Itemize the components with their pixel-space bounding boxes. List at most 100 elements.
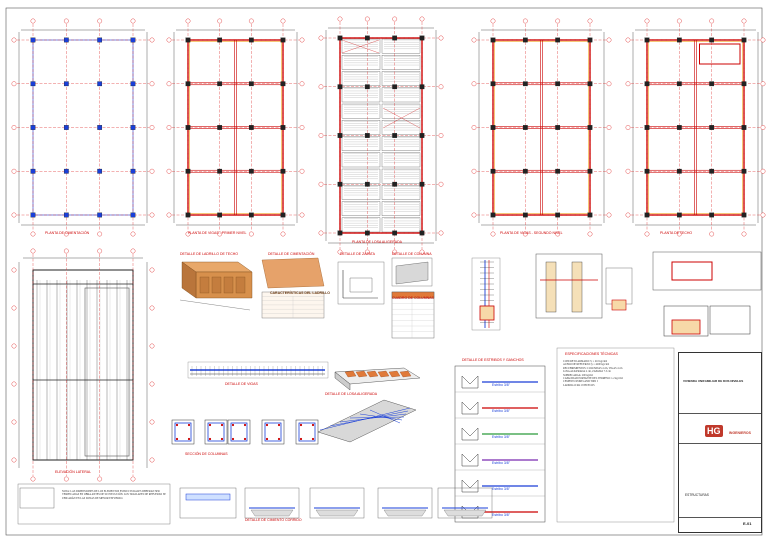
- stirrup-label-6: Estribo 3/8": [492, 513, 510, 517]
- elev-axis-bubble: [30, 248, 36, 254]
- plan-4-column: [555, 81, 561, 87]
- column-section-bar: [265, 423, 269, 427]
- plan-3-slab-panel: [341, 103, 381, 119]
- plan-4-column: [490, 168, 496, 174]
- plan-2-column: [217, 81, 223, 87]
- plan-3-slab-panel: [341, 87, 381, 103]
- plan-5-column: [644, 212, 650, 218]
- joint-col-2: [571, 261, 583, 313]
- stirrup-label-4: Estribo 3/8": [492, 461, 510, 465]
- logo-text: HG: [705, 425, 723, 437]
- brick-side-face: [181, 261, 197, 299]
- footing-section-4: [377, 487, 433, 519]
- footing-concrete: [315, 509, 359, 517]
- plan-5-axis-bubble: [760, 212, 766, 218]
- plan-4-column: [587, 212, 593, 218]
- plan-2-axis-bubble: [299, 37, 305, 43]
- plan-4-axis-bubble: [522, 18, 528, 24]
- plan-1-axis-bubble: [149, 125, 155, 130]
- plan-5-axis-bubble: [760, 81, 766, 87]
- brick-hole: [211, 276, 222, 294]
- plan-3-column: [392, 133, 398, 138]
- plan-2-axis-bubble: [248, 18, 254, 24]
- footing-section-3: [309, 487, 365, 519]
- plan-2-column: [217, 212, 223, 218]
- plan-5-axis-bubble: [625, 37, 631, 43]
- plan-4-column: [522, 168, 528, 174]
- plan-3-column: [364, 230, 370, 236]
- plan-1-axis-bubble: [149, 81, 155, 87]
- plan-title-3: PLANTA DE LOSA ALIGERADA: [352, 240, 402, 244]
- plan-1-column: [30, 81, 36, 87]
- lower-left-block: [17, 483, 171, 525]
- lower-left-small-detail: [19, 487, 55, 509]
- column-section-bar: [175, 423, 179, 427]
- plan-1-column: [130, 37, 136, 43]
- plan-3-axis-bubble: [318, 133, 324, 138]
- plan-5-column: [741, 168, 747, 174]
- elev-outline: [32, 269, 134, 461]
- notes-box: [556, 347, 675, 523]
- column-section-stirrup: [264, 422, 282, 442]
- plan-3-axis-bubble: [392, 16, 398, 22]
- plan-3-column: [364, 133, 370, 138]
- plan-4-axis-bubble: [471, 168, 477, 174]
- plan-3-axis-bubble: [364, 249, 370, 255]
- plan-2-axis-bubble: [166, 81, 172, 87]
- plan-4-axis-bubble: [555, 231, 561, 237]
- plan-3-slab-panel: [381, 55, 421, 70]
- plan-1-column: [63, 168, 69, 174]
- plan-3-axis-bubble: [318, 84, 324, 90]
- column-section: [479, 305, 495, 321]
- steel-table-title: CUADRO DE COLUMNAS: [392, 296, 434, 300]
- slab-side: [334, 371, 351, 391]
- slab-brick: [366, 370, 379, 378]
- general-notes-title: ESPECIFICACIONES TÉCNICAS: [565, 352, 618, 356]
- plan-1-column: [97, 125, 103, 130]
- plan-5-column: [676, 81, 682, 87]
- title-block: VIVIENDA UNIFAMILIAR DE DOS NIVELES HG I…: [678, 352, 762, 533]
- column-profile: [395, 261, 429, 285]
- elev-axis-bubble: [130, 476, 136, 482]
- column-section-stirrup: [207, 422, 225, 442]
- plan-3-void-x: [341, 39, 380, 54]
- plan-4-axis-bubble: [606, 212, 612, 218]
- plan-2-column: [217, 37, 223, 43]
- column-section-3: [227, 419, 251, 445]
- plan-5-column: [741, 81, 747, 87]
- plan-5-axis-bubble: [741, 231, 747, 237]
- plan-1-column: [97, 81, 103, 87]
- plan-3-column: [392, 181, 398, 187]
- footing-section-1-fill: [185, 493, 231, 501]
- plan-2-column: [217, 125, 223, 130]
- column-section-bar: [208, 437, 212, 441]
- stirrup-label-1: Estribo 3/8": [492, 383, 510, 387]
- plan-5-column: [644, 37, 650, 43]
- plan-3-slab-panel: [341, 217, 381, 233]
- foundation-section: [349, 277, 373, 293]
- plan-5-axis-bubble: [760, 37, 766, 43]
- elev-axis-bubble: [30, 476, 36, 482]
- plan-1-column: [30, 212, 36, 218]
- plan-4-column: [555, 37, 561, 43]
- plan-3-axis-bubble: [392, 249, 398, 255]
- plan-4-column: [522, 212, 528, 218]
- elev-axis-bubble: [149, 419, 155, 425]
- plan-3-axis-bubble: [438, 35, 444, 41]
- detail-title-1: DETALLE DE LADRILLO DE TECHO: [180, 252, 239, 256]
- beam-column-joint: [535, 253, 603, 319]
- plan-3-axis-bubble: [438, 133, 444, 138]
- plan-1-axis-bubble: [11, 81, 17, 87]
- plan-1-column: [63, 125, 69, 130]
- column-section-bar: [265, 437, 269, 441]
- plan-5-axis-bubble: [709, 18, 715, 24]
- plan-3-slab-panel: [381, 71, 421, 86]
- plan-5-axis-bubble: [760, 168, 766, 174]
- plan-5-axis-bubble: [676, 18, 682, 24]
- column-section-bar: [299, 423, 303, 427]
- plan-2-axis-bubble: [166, 37, 172, 43]
- plan-1-axis-bubble: [149, 168, 155, 174]
- slab-brick: [377, 370, 390, 378]
- plan-5-column: [676, 37, 682, 43]
- plan-title-1: PLANTA DE CIMENTACIÓN: [45, 231, 90, 235]
